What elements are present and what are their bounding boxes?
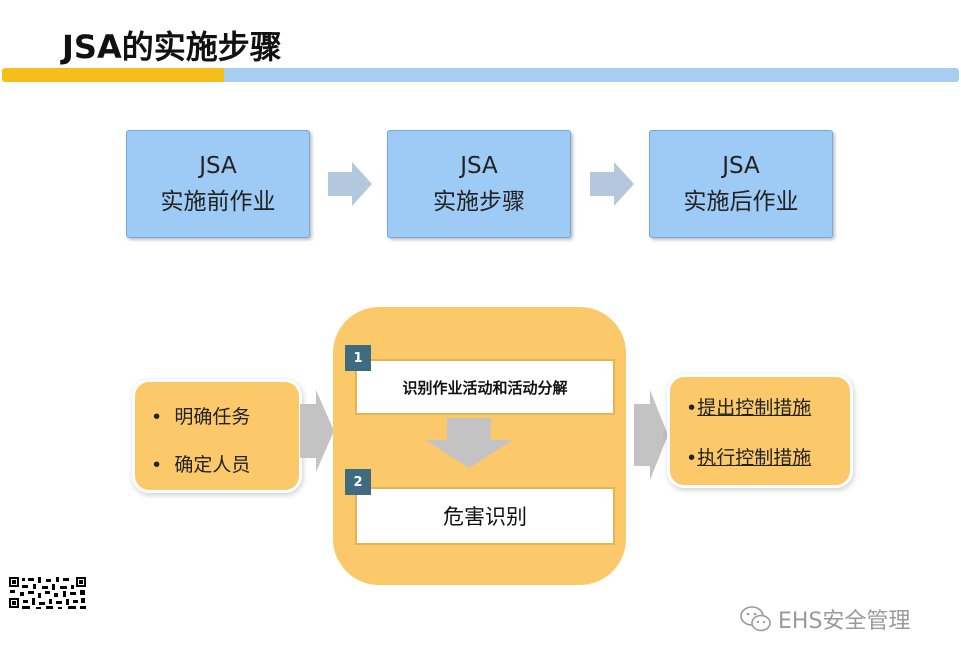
step-implementation: JSA 实施步骤 <box>387 130 571 238</box>
bullet: • <box>151 454 163 476</box>
step1-box: 识别作业活动和活动分解 <box>355 359 615 415</box>
step1-label: 识别作业活动和活动分解 <box>402 378 568 397</box>
watermark-text: EHS安全管理 <box>778 609 911 634</box>
control-link[interactable]: 提出控制措施 <box>697 397 812 419</box>
watermark: EHS安全管理 <box>740 603 910 635</box>
prep-item-label: 明确任务 <box>174 406 251 428</box>
qr-code-icon <box>8 576 88 610</box>
arrow-right-icon <box>328 162 372 206</box>
step-post-work-line1: JSA <box>722 153 760 179</box>
title-underline-blue <box>224 68 959 82</box>
step2-box: 危害识别 <box>355 487 615 545</box>
step-implementation-line1: JSA <box>460 153 498 179</box>
control-item: •提出控制措施 <box>686 393 811 420</box>
step-implementation-line2: 实施步骤 <box>433 189 525 215</box>
step2-number-badge: 2 <box>345 469 371 495</box>
arrow-right-icon <box>300 390 334 472</box>
prep-box: • 明确任务 • 确定人员 <box>135 382 299 490</box>
step-post-work-line2: 实施后作业 <box>683 189 799 215</box>
bullet: • <box>151 406 163 428</box>
control-link[interactable]: 执行控制措施 <box>697 447 812 469</box>
bullet: • <box>686 447 698 469</box>
control-measures-box: •提出控制措施 •执行控制措施 <box>670 377 850 485</box>
control-item: •执行控制措施 <box>686 443 811 470</box>
prep-item: • 明确任务 <box>151 402 250 429</box>
prep-item: • 确定人员 <box>151 450 250 477</box>
arrow-down-icon <box>425 418 513 468</box>
step2-label: 危害识别 <box>443 505 527 529</box>
title-underline-yellow <box>2 68 224 82</box>
step-pre-work-line1: JSA <box>199 153 237 179</box>
step-pre-work: JSA 实施前作业 <box>126 130 310 238</box>
wechat-icon <box>740 606 771 632</box>
arrow-right-icon <box>590 162 634 206</box>
page-title: JSA的实施步骤 <box>62 28 282 66</box>
bullet: • <box>686 397 698 419</box>
step-post-work: JSA 实施后作业 <box>649 130 833 238</box>
step1-number-badge: 1 <box>345 345 371 371</box>
arrow-right-icon <box>634 390 668 480</box>
step-pre-work-line2: 实施前作业 <box>160 189 276 215</box>
prep-item-label: 确定人员 <box>174 454 251 476</box>
